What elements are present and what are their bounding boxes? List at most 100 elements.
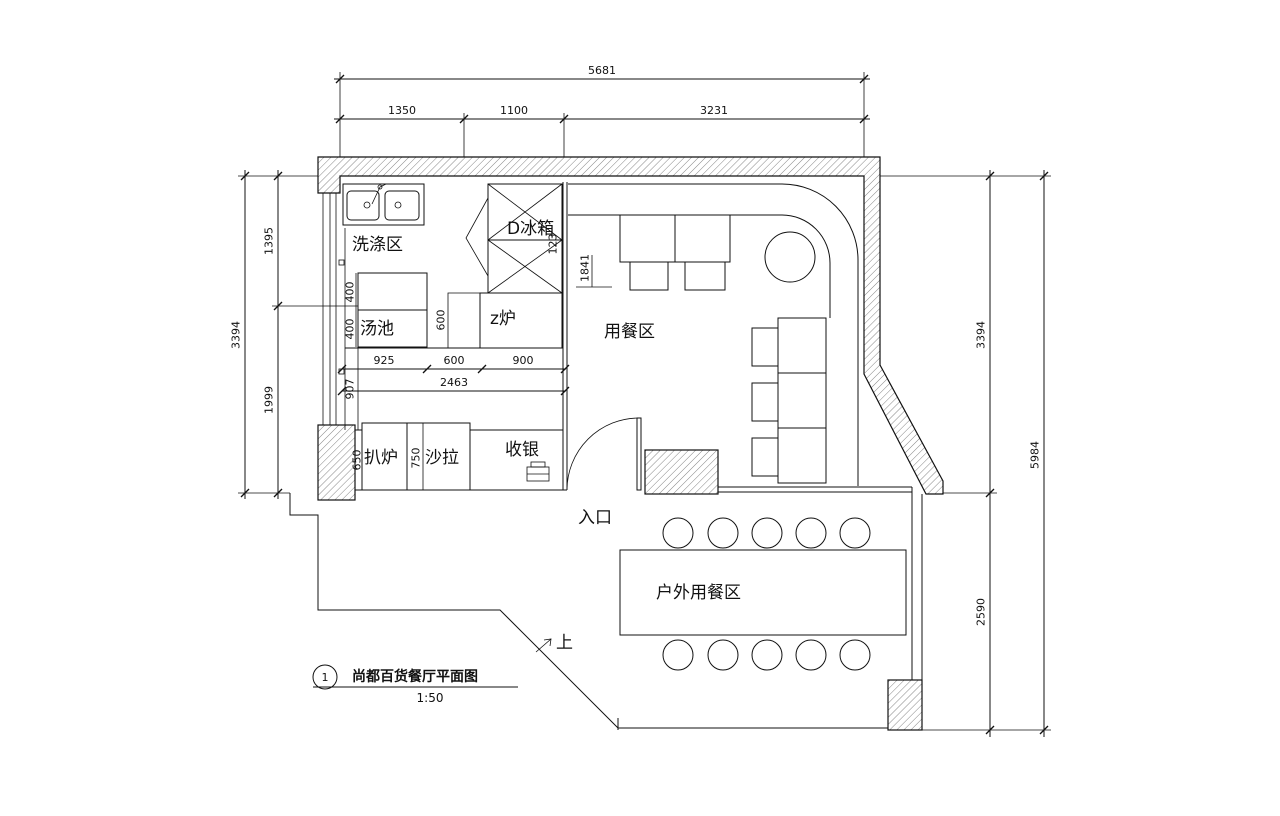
left-dimensions: 3394 1395 1999 — [230, 170, 358, 499]
label-washing-area: 洗涤区 — [352, 235, 403, 255]
outdoor-area: 户外用餐区 上 — [289, 493, 907, 730]
dim-salad-depth: 750 — [410, 448, 423, 469]
dim-right-lower: 2590 — [975, 598, 988, 626]
outdoor-stool — [839, 639, 871, 671]
fridge — [465, 183, 563, 294]
dim-left-segment-2: 1999 — [263, 386, 276, 414]
drawing-number-circle — [312, 664, 338, 690]
dim-soup-pool-lower: 400 — [344, 319, 357, 340]
booth-table — [777, 427, 827, 484]
dim-counter-segment-2: 600 — [444, 354, 465, 367]
dim-counter-total: 2463 — [440, 376, 468, 389]
fridge-box-lower — [487, 239, 563, 294]
dim-line-stove — [447, 292, 480, 348]
booth-table — [777, 372, 827, 429]
double-sink — [342, 183, 425, 226]
booth-chair — [751, 327, 779, 367]
dim-tick — [560, 386, 570, 396]
bar-counter-outer — [568, 183, 859, 486]
outdoor-stool — [751, 517, 783, 549]
sink-basin — [346, 190, 380, 221]
label-cashier: 收银 — [505, 440, 539, 460]
wall-column-bottom-right — [887, 679, 923, 731]
title-block: 1 尚都百货餐厅平面图 1:50 — [312, 664, 518, 705]
right-dimensions: 3394 5984 2590 — [880, 170, 1051, 737]
dim-top-segment-3: 3231 — [700, 104, 728, 117]
bar-counter-inner — [568, 214, 831, 318]
label-entrance: 入口 — [578, 508, 612, 528]
outdoor-boundary — [289, 493, 888, 729]
bar-stool — [629, 261, 669, 291]
outdoor-stool — [662, 639, 694, 671]
counter-marker — [338, 259, 345, 266]
booth-chair — [751, 382, 779, 422]
outdoor-stool — [795, 517, 827, 549]
drawing-number: 1 — [322, 671, 329, 684]
front-counter-block — [644, 449, 719, 495]
drawing-scale: 1:50 — [417, 691, 444, 705]
dim-right-overall: 5984 — [1029, 441, 1042, 469]
entrance: 入口 — [566, 417, 719, 528]
dim-tick — [337, 364, 347, 374]
salad-outline — [406, 422, 471, 491]
dim-right-upper: 3394 — [975, 321, 988, 349]
bar-seat-box — [619, 214, 676, 263]
faucet-head — [377, 184, 383, 190]
label-salad: 沙拉 — [425, 448, 459, 468]
stairs-arrow-icon — [535, 638, 552, 653]
door-leaf — [636, 417, 642, 491]
register-display — [530, 461, 546, 468]
bar-stool — [684, 261, 726, 291]
dim-counter-segment-1: 925 — [374, 354, 395, 367]
dim-tick — [560, 364, 570, 374]
outdoor-stool — [707, 517, 739, 549]
outdoor-table — [619, 549, 907, 636]
outdoor-stool — [839, 517, 871, 549]
fridge-cross — [487, 239, 563, 294]
dim-left-overall: 3394 — [230, 321, 243, 349]
fridge-cross — [487, 183, 563, 241]
outdoor-stool — [795, 639, 827, 671]
label-stove: z炉 — [490, 309, 516, 329]
label-outdoor-dining: 户外用餐区 — [656, 583, 741, 603]
door-swing-arc — [566, 417, 640, 491]
outdoor-stool — [662, 517, 694, 549]
label-grill: 扒炉 — [364, 448, 398, 468]
dim-stove-depth: 600 — [435, 310, 448, 331]
cash-register-icon — [526, 461, 550, 482]
round-table — [764, 231, 816, 283]
dining-area: 1841 用餐区 — [568, 183, 859, 486]
dim-counter-segment-3: 900 — [513, 354, 534, 367]
sink-basin — [384, 190, 420, 221]
dim-top-overall: 5681 — [588, 64, 616, 77]
booth-table — [777, 317, 827, 374]
dim-fridge-depth: 123 — [547, 234, 560, 255]
dim-tick — [477, 364, 487, 374]
dim-bar-depth: 1841 — [579, 254, 592, 282]
label-stairs-up: 上 — [556, 633, 573, 653]
dim-left-segment-1: 1395 — [263, 227, 276, 255]
label-soup-pool: 汤池 — [360, 319, 394, 339]
stairs-arrowhead-icon — [543, 638, 552, 647]
sink-drain — [363, 201, 371, 209]
dim-tick — [337, 386, 347, 396]
bar-seat-box — [674, 214, 731, 263]
dim-tick — [859, 114, 869, 124]
faucet-icon — [371, 183, 387, 205]
wall-column-lower-left — [317, 424, 356, 501]
outdoor-stool — [751, 639, 783, 671]
sink-outline — [342, 183, 425, 226]
fridge-door-swing — [465, 197, 489, 277]
kitchen: 洗涤区 汤池 400 400 600 z炉 123 D冰箱 — [337, 183, 570, 491]
booth-chair — [751, 437, 779, 477]
dim-top-segment-1: 1350 — [388, 104, 416, 117]
drawing-title: 尚都百货餐厅平面图 — [352, 668, 478, 685]
dim-grill-depth: 650 — [351, 450, 364, 471]
dim-soup-pool-upper: 400 — [344, 282, 357, 303]
dim-tick — [335, 114, 345, 124]
label-dining-area: 用餐区 — [604, 322, 655, 342]
outdoor-stool — [707, 639, 739, 671]
dim-tick — [422, 364, 432, 374]
label-fridge: D冰箱 — [507, 219, 554, 239]
sink-drain — [394, 201, 402, 209]
